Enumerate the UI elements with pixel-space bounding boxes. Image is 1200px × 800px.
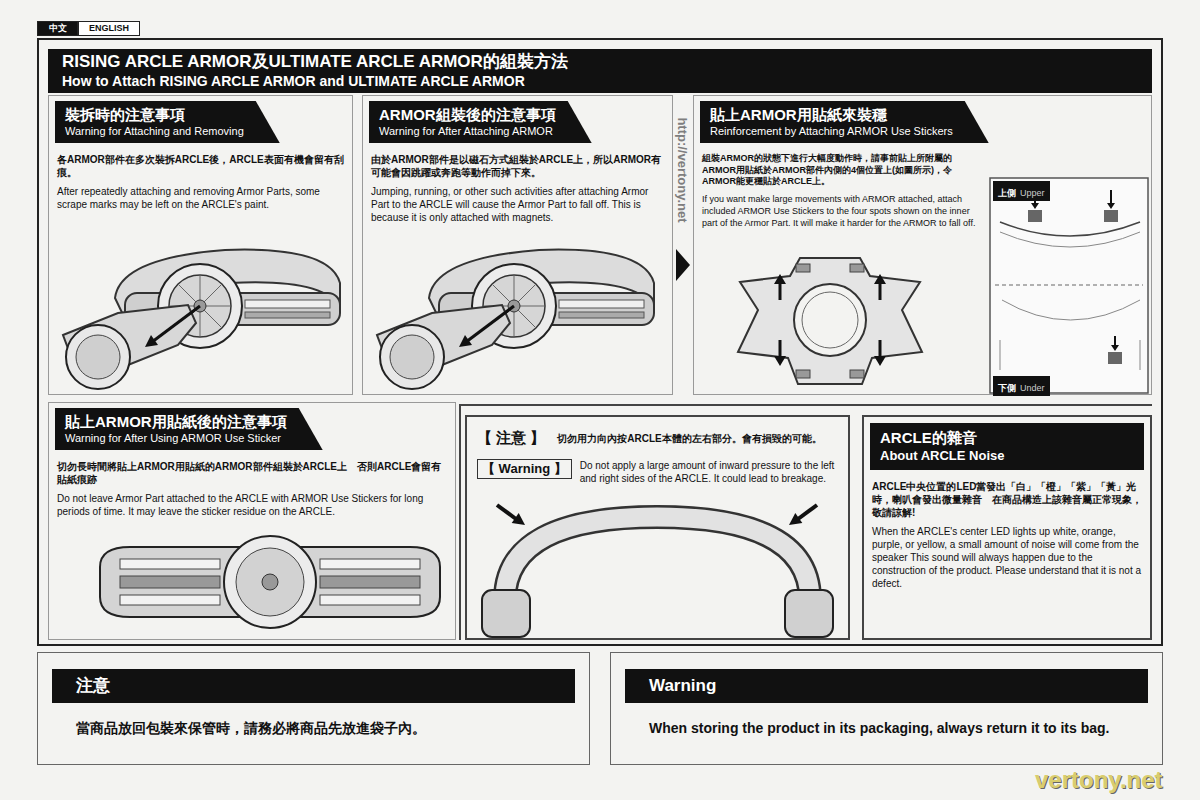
warning-panel: 裝拆時的注意事項Warning for Attaching and Removi…	[48, 95, 353, 395]
body-text: Do not leave Armor Part attached to the …	[57, 492, 449, 518]
tag-text: 上側	[998, 187, 1016, 199]
position-tag: 下側 Under	[993, 376, 1050, 396]
caution-text: Do not apply a large amount of inward pr…	[580, 459, 838, 485]
tab-label: ENGLISH	[89, 23, 129, 34]
arrow-head	[676, 249, 690, 281]
title-text: RISING ARCLE ARMOR及ULTIMATE ARCLE ARMOR的…	[62, 52, 1138, 72]
warning-band: 注意	[52, 669, 575, 703]
warning-text: When storing the product in its packagin…	[649, 719, 1142, 737]
panel-body: 切勿長時間將貼上ARMOR用貼紙的ARMOR部件組裝於ARCLE上 否則ARCL…	[57, 460, 449, 518]
heading-text: Warning for Attaching and Removing	[65, 124, 244, 138]
panel-heading: ARMOR組裝後的注意事項Warning for After Attaching…	[369, 101, 592, 143]
title-band: RISING ARCLE ARMOR及ULTIMATE ARCLE ARMOR的…	[48, 49, 1152, 93]
panel-heading: 貼上ARMOR用貼紙後的注意事項Warning for After Using …	[55, 408, 323, 450]
tab-label: 中文	[49, 23, 67, 34]
notice-panel: ARCLE的雜音About ARCLE NoiseARCLE中央位置的LED當發…	[862, 415, 1152, 640]
warning-band: Warning	[625, 669, 1148, 703]
language-tab: ENGLISH	[78, 21, 140, 36]
warning-heading: Warning	[625, 669, 1148, 703]
body-text: After repeatedly attaching and removing …	[57, 185, 345, 211]
body-text: 組裝ARMOR的狀態下進行大幅度動作時，請事前貼上所附屬的ARMOR用貼紙於AR…	[702, 153, 984, 188]
body-text: ARCLE中央位置的LED當發出「白」「橙」「紫」「黃」光時，喇叭會發出微量雜音…	[872, 480, 1142, 519]
instruction-panel: 貼上ARMOR用貼紙來裝穩Reinforcement by Attaching …	[693, 95, 1152, 395]
warning-panel: 貼上ARMOR用貼紙後的注意事項Warning for After Using …	[48, 402, 456, 640]
heading-text: ARCLE的雜音	[880, 428, 1134, 447]
tag-text: 下側	[998, 382, 1016, 394]
warning-text: 當商品放回包裝來保管時，請務必將商品先放進袋子內。	[76, 719, 569, 737]
warning-panel: ARMOR組裝後的注意事項Warning for After Attaching…	[362, 95, 673, 395]
caution-row: 【 注意 】切勿用力向內按ARCLE本體的左右部分。會有損毀的可能。	[477, 429, 838, 447]
body-text: 由於ARMOR部件是以磁石方式組裝於ARCLE上，所以ARMOR有可能會因跳躍或…	[371, 153, 664, 179]
heading-text: 貼上ARMOR用貼紙後的注意事項	[65, 412, 287, 431]
body-text: If you want make large movements with AR…	[702, 194, 984, 229]
caution-label: 【 注意 】	[477, 429, 545, 447]
panel-heading: 裝拆時的注意事項Warning for Attaching and Removi…	[55, 101, 280, 143]
heading-text: ARMOR組裝後的注意事項	[379, 105, 556, 124]
panel-body: 由於ARMOR部件是以磁石方式組裝於ARCLE上，所以ARMOR有可能會因跳躍或…	[371, 153, 664, 224]
heading-text: About ARCLE Noise	[880, 447, 1134, 464]
panel-body: 組裝ARMOR的狀態下進行大幅度動作時，請事前貼上所附屬的ARMOR用貼紙於AR…	[702, 153, 984, 229]
panel-heading: 貼上ARMOR用貼紙來裝穩Reinforcement by Attaching …	[700, 101, 989, 143]
heading-text: Warning for After Attaching ARMOR	[379, 124, 556, 138]
body-text: When the ARCLE's center LED lights up wh…	[872, 525, 1142, 590]
flow-arrow	[676, 249, 690, 281]
panel-heading: ARCLE的雜音About ARCLE Noise	[870, 423, 1144, 470]
title-text: How to Attach RISING ARCLE ARMOR and ULT…	[62, 72, 1138, 90]
heading-text: Warning for After Using ARMOR Use Sticke…	[65, 431, 287, 445]
storage-warning: 注意當商品放回包裝來保管時，請務必將商品先放進袋子內。	[37, 652, 590, 765]
language-tab: 中文	[37, 21, 78, 36]
caution-panel: 【 注意 】切勿用力向內按ARCLE本體的左右部分。會有損毀的可能。【 Warn…	[465, 415, 850, 640]
panel-body: 各ARMOR部件在多次裝拆ARCLE後，ARCLE表面有機會留有刮痕。 After…	[57, 153, 345, 211]
body-text: 切勿長時間將貼上ARMOR用貼紙的ARMOR部件組裝於ARCLE上 否則ARCL…	[57, 460, 449, 486]
body-text: Jumping, running, or other such activiti…	[371, 185, 664, 224]
heading-text: Reinforcement by Attaching ARMOR Use Sti…	[710, 124, 953, 138]
caution-row: 【 Warning 】 Do not apply a large amount o…	[477, 459, 838, 485]
position-tag: 上側 Upper	[993, 181, 1050, 201]
body-text: 各ARMOR部件在多次裝拆ARCLE後，ARCLE表面有機會留有刮痕。	[57, 153, 345, 179]
section-frame: RISING ARCLE ARMOR及ULTIMATE ARCLE ARMOR的…	[37, 38, 1163, 646]
caution-label: 【 Warning 】	[477, 459, 572, 479]
warning-heading: 注意	[52, 669, 575, 703]
panel-body: ARCLE中央位置的LED當發出「白」「橙」「紫」「黃」光時，喇叭會發出微量雜音…	[872, 480, 1142, 590]
watermark: vertony.net	[1035, 766, 1163, 794]
storage-warning: WarningWhen storing the product in its p…	[610, 652, 1163, 765]
watermark: http://vertony.net	[674, 100, 690, 240]
caution-text: 切勿用力向內按ARCLE本體的左右部分。會有損毀的可能。	[557, 429, 838, 445]
tag-text: Under	[1020, 382, 1045, 394]
tag-text: Upper	[1020, 187, 1045, 199]
heading-text: 裝拆時的注意事項	[65, 105, 244, 124]
heading-text: 貼上ARMOR用貼紙來裝穩	[710, 105, 953, 124]
